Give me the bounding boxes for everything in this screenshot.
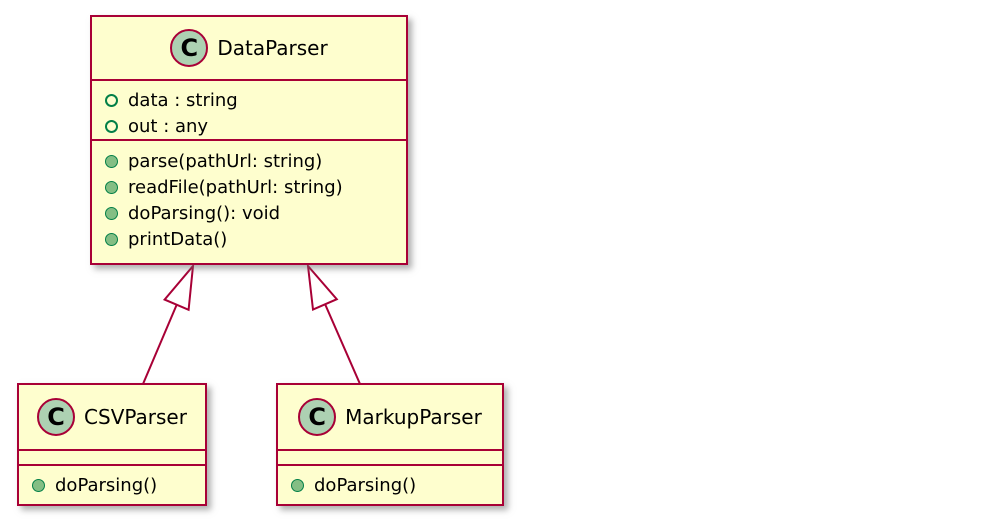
method-label: doParsing() [314, 474, 417, 496]
method-circle-icon [105, 180, 118, 194]
class-header: C CSVParser [19, 385, 205, 449]
method-circle-icon [32, 478, 45, 492]
connector-csvparser-extends-dataparser [142, 262, 195, 385]
hollow-triangle-arrowhead [162, 262, 195, 312]
fields-section-empty [278, 449, 502, 464]
class-header: C MarkupParser [278, 385, 502, 449]
method-circle-icon [105, 232, 118, 246]
method-row: printData() [92, 226, 406, 252]
method-row: parse(pathUrl: string) [92, 148, 406, 174]
class-name: DataParser [217, 36, 328, 60]
method-circle-icon [105, 154, 118, 168]
field-label: data : string [128, 89, 238, 111]
class-stereotype-icon: C [298, 398, 337, 436]
method-label: doParsing() [55, 474, 158, 496]
class-name: MarkupParser [345, 405, 482, 429]
method-label: parse(pathUrl: string) [128, 150, 323, 172]
method-row: doParsing() [278, 475, 416, 496]
method-row: readFile(pathUrl: string) [92, 174, 406, 200]
method-row: doParsing() [19, 475, 157, 496]
method-circle-icon [291, 478, 304, 492]
fields-section-empty [19, 449, 205, 464]
hollow-triangle-arrowhead [306, 262, 339, 312]
class-stereotype-icon: C [37, 398, 76, 436]
field-circle-icon [105, 93, 118, 107]
field-row: data : string [92, 87, 406, 113]
class-header: C DataParser [92, 17, 406, 79]
connector-markupparser-extends-dataparser [306, 262, 361, 385]
method-label: doParsing(): void [128, 202, 281, 224]
methods-section: doParsing() [19, 464, 205, 504]
field-circle-icon [105, 119, 118, 133]
method-circle-icon [105, 206, 118, 220]
class-box-csvparser: C CSVParser doParsing() [17, 383, 207, 506]
class-box-markupparser: C MarkupParser doParsing() [276, 383, 504, 506]
fields-section: data : string out : any [92, 79, 406, 139]
method-label: readFile(pathUrl: string) [128, 176, 343, 198]
methods-section: parse(pathUrl: string) readFile(pathUrl:… [92, 139, 406, 263]
method-label: printData() [128, 228, 228, 250]
class-box-dataparser: C DataParser data : string out : any par… [90, 15, 408, 265]
method-row: doParsing(): void [92, 200, 406, 226]
class-name: CSVParser [84, 405, 187, 429]
class-stereotype-icon: C [170, 29, 209, 67]
field-label: out : any [128, 115, 209, 137]
field-row: out : any [92, 113, 406, 139]
methods-section: doParsing() [278, 464, 502, 504]
